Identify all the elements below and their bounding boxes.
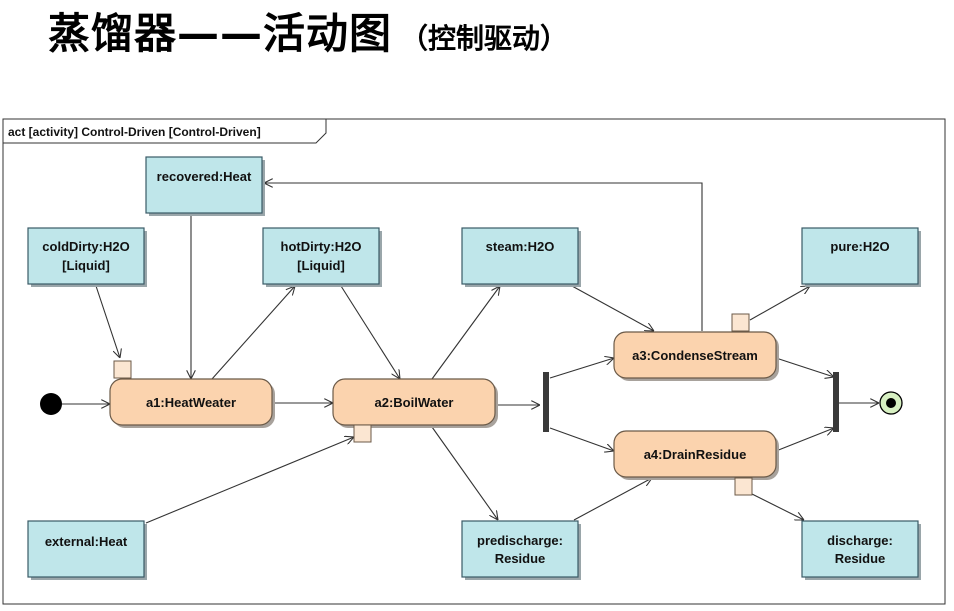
- object-label: recovered:Heat: [157, 169, 252, 184]
- action-label: a4:DrainResidue: [644, 447, 747, 462]
- object-colddirty-h2o: coldDirty:H2O [Liquid]: [27, 227, 147, 287]
- action-a1-heatweater: a1:HeatWeater: [109, 378, 275, 428]
- object-recovered-heat: recovered:Heat: [145, 156, 265, 216]
- flow-fork-a4: [549, 427, 614, 451]
- flow-colddirty-a1: [95, 285, 120, 358]
- object-discharge-residue: discharge: Residue: [801, 520, 921, 580]
- flow-a3-join: [775, 357, 834, 377]
- object-type: Residue: [835, 551, 886, 566]
- object-state: [Liquid]: [62, 258, 110, 273]
- fork-bar: [543, 372, 549, 432]
- title-main: 蒸馏器——活动图: [48, 9, 393, 58]
- action-a2-boilwater: a2:BoilWater: [332, 378, 498, 428]
- flow-a2-predischarge: [431, 426, 498, 520]
- flow-external-a2: [145, 437, 354, 524]
- action-a3-condensestream: a3:CondenseStream: [613, 331, 779, 381]
- flow-steam-a3: [571, 285, 654, 331]
- flow-a1-hotdirty: [211, 286, 295, 380]
- flow-a4-join: [775, 428, 834, 452]
- flow-a4-discharge: [751, 493, 804, 520]
- pin-a2-input: [353, 424, 372, 443]
- initial-node: [40, 393, 62, 415]
- object-label: pure:H2O: [830, 239, 889, 254]
- object-label: discharge:: [827, 533, 893, 548]
- object-steam-h2o: steam:H2O: [461, 227, 581, 287]
- object-hotdirty-h2o: hotDirty:H2O [Liquid]: [262, 227, 382, 287]
- page-title: 蒸馏器——活动图（控制驱动）: [48, 4, 568, 64]
- action-a4-drainresidue: a4:DrainResidue: [613, 430, 779, 480]
- object-label: steam:H2O: [486, 239, 555, 254]
- action-label: a2:BoilWater: [375, 395, 454, 410]
- flow-a3-pure: [749, 286, 810, 321]
- action-label: a1:HeatWeater: [146, 395, 236, 410]
- flow-hotdirty-a2: [340, 285, 400, 379]
- object-predischarge-residue: predischarge: Residue: [461, 520, 581, 580]
- title-sub: （控制驱动）: [400, 22, 569, 55]
- pin-a1-input: [113, 360, 132, 379]
- flows: [62, 183, 879, 524]
- flow-fork-a3: [549, 358, 614, 379]
- object-label: external:Heat: [45, 534, 128, 549]
- object-pure-h2o: pure:H2O: [801, 227, 921, 287]
- object-label: predischarge:: [477, 533, 563, 548]
- frame-label: act [activity] Control-Driven [Control-D…: [8, 125, 261, 139]
- flow-a3-recovered: [264, 183, 703, 331]
- object-type: Residue: [495, 551, 546, 566]
- object-label: coldDirty:H2O: [42, 239, 129, 254]
- pin-a4-output: [734, 477, 753, 496]
- object-external-heat: external:Heat: [27, 520, 147, 580]
- object-state: [Liquid]: [297, 258, 345, 273]
- action-label: a3:CondenseStream: [632, 348, 758, 363]
- object-label: hotDirty:H2O: [281, 239, 362, 254]
- pin-a3-output: [731, 313, 750, 332]
- join-bar: [833, 372, 839, 432]
- flow-predischarge-a4: [573, 478, 652, 521]
- flow-a2-steam: [431, 286, 500, 380]
- final-node: [879, 391, 903, 415]
